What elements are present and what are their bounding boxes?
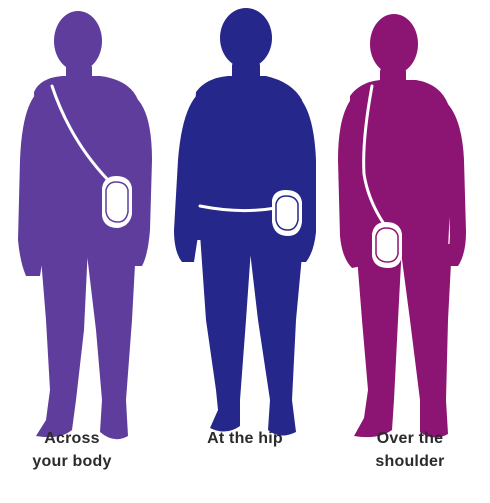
caption-line: Across	[2, 427, 142, 450]
person-silhouette-icon	[18, 11, 152, 439]
figure-at-hip	[174, 8, 316, 436]
figure-over-shoulder	[338, 14, 466, 438]
figure-across-body	[18, 11, 152, 439]
caption-line: shoulder	[340, 450, 480, 473]
caption-at-hip: At the hip	[175, 427, 315, 450]
caption-line: your body	[2, 450, 142, 473]
caption-over-shoulder: Over the shoulder	[340, 427, 480, 473]
caption-across-body: Across your body	[2, 427, 142, 473]
caption-line: Over the	[340, 427, 480, 450]
person-silhouette-icon	[338, 14, 466, 438]
caption-line: At the hip	[175, 427, 315, 450]
